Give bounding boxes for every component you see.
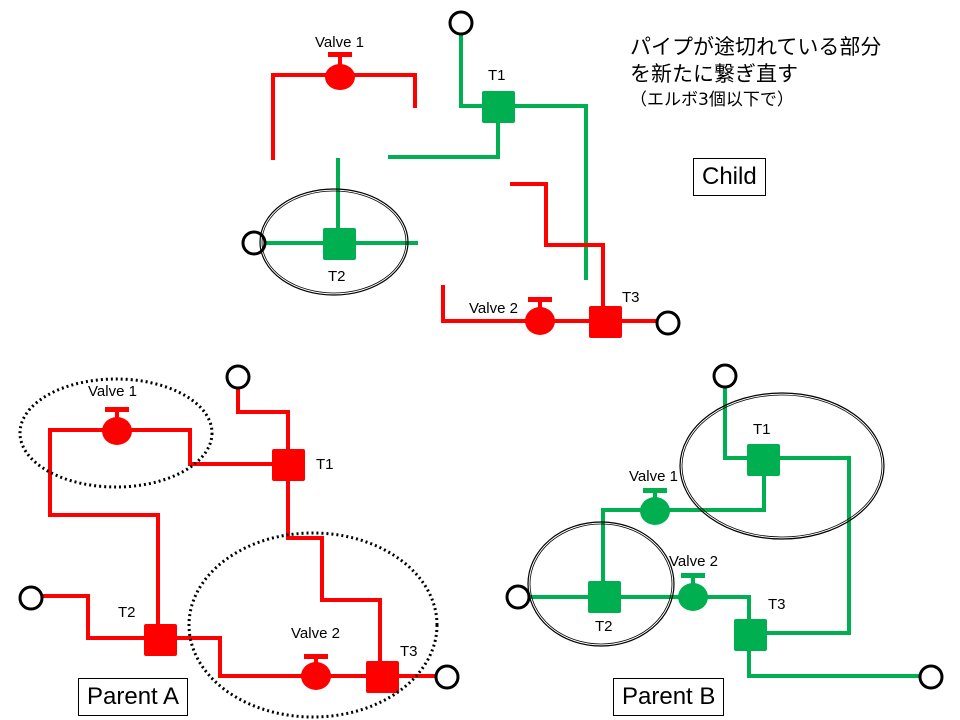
parent-a-t2-endpoint-icon bbox=[18, 585, 44, 611]
parent-a-t3-label: T3 bbox=[400, 643, 418, 660]
parent-b-t1-label: T1 bbox=[753, 421, 771, 438]
parent-b-t3-label: T3 bbox=[768, 596, 786, 613]
parent-a-t2-tee-icon bbox=[144, 624, 177, 656]
parent-b-valve1-icon bbox=[640, 497, 670, 525]
child-green-pipe-t1-down bbox=[388, 122, 500, 159]
parent-a-t2-label: T2 bbox=[118, 604, 136, 621]
child-valve1-icon bbox=[325, 64, 355, 90]
parent-b-valve2-stem bbox=[691, 576, 695, 586]
parent-b-valve2-icon bbox=[678, 583, 708, 611]
parent-b-label-box: Parent B bbox=[613, 678, 725, 716]
parent-a-t3-endpoint-icon bbox=[434, 664, 460, 690]
child-red-pipe-t3-up bbox=[510, 182, 605, 308]
parent-b-pipe-t2 bbox=[528, 595, 751, 660]
child-t1-tee-icon bbox=[482, 91, 515, 123]
parent-b-t3-endpoint-icon bbox=[918, 664, 944, 690]
child-t2-tee-icon bbox=[323, 228, 356, 260]
instruction-line-1: パイプが途切れている部分 bbox=[630, 35, 882, 59]
parent-a-valve1-dotted-ellipse bbox=[18, 377, 214, 489]
parent-b-t1-highlight-ellipse bbox=[679, 392, 885, 540]
parent-b-diagram: T1 Valve 1 T2 Valve 2 T3 bbox=[505, 363, 944, 690]
child-diagram: Valve 1 T1 T2 Valve 2 T3 bbox=[241, 10, 681, 338]
parent-b-t2-tee-icon bbox=[588, 581, 621, 613]
child-t2-highlight-ellipse bbox=[259, 188, 409, 296]
instruction-line-3: （エルボ3個以下で） bbox=[630, 90, 794, 110]
parent-b-t1-highlight-ellipse-inner bbox=[681, 394, 883, 538]
parent-a-valve1-handle-icon bbox=[105, 407, 129, 412]
parent-b-t2-endpoint-icon bbox=[505, 584, 531, 610]
child-t1-endpoint-icon bbox=[448, 10, 474, 36]
parent-a-t1-label: T1 bbox=[316, 456, 334, 473]
child-valve1-label: Valve 1 bbox=[315, 34, 364, 51]
child-valve1-handle-icon bbox=[328, 52, 352, 57]
parent-b-valve1-stem bbox=[653, 491, 657, 501]
parent-a-t1-endpoint-icon bbox=[225, 364, 251, 390]
child-t2-endpoint-icon bbox=[241, 230, 267, 256]
parent-a-valve2-icon bbox=[301, 662, 331, 690]
child-valve2-icon bbox=[525, 307, 555, 335]
parent-a-pipe-valve1-loop bbox=[48, 428, 274, 638]
parent-a-t1-tee-icon bbox=[272, 449, 305, 481]
parent-b-t2-highlight-ellipse bbox=[527, 521, 675, 647]
parent-a-t3-tee-icon bbox=[366, 661, 399, 693]
parent-a-valve1-label: Valve 1 bbox=[88, 383, 137, 400]
instruction-line-2: を新たに繋ぎ直す bbox=[630, 62, 798, 86]
parent-a-valve1-icon bbox=[102, 417, 132, 445]
child-valve1-stem bbox=[338, 55, 342, 65]
parent-a-valve2-dotted-ellipse bbox=[187, 531, 439, 719]
child-t2-label: T2 bbox=[328, 268, 346, 285]
parent-b-t1-endpoint-icon bbox=[712, 363, 738, 389]
parent-b-pipe-t1-inlet bbox=[723, 388, 750, 460]
parent-a-pipe-t1-inlet bbox=[236, 388, 290, 450]
parent-a-valve2-handle-icon bbox=[304, 654, 328, 659]
child-green-pipe-t1-right bbox=[514, 104, 588, 280]
parent-b-pipe-t1-down bbox=[601, 474, 766, 590]
parent-b-pipe-t3-outlet bbox=[747, 660, 920, 678]
parent-a-valve1-stem bbox=[115, 410, 119, 420]
child-t3-endpoint-icon bbox=[655, 310, 681, 336]
parent-a-valve2-label: Valve 2 bbox=[291, 625, 340, 642]
parent-a-pipe-t1-down bbox=[286, 478, 382, 665]
parent-b-t3-tee-icon bbox=[734, 619, 767, 651]
parent-b-valve1-label: Valve 1 bbox=[629, 468, 678, 485]
instruction-note: パイプが途切れている部分 を新たに繋ぎ直す （エルボ3個以下で） bbox=[630, 34, 881, 112]
parent-b-pipe-t1-right bbox=[764, 456, 851, 635]
parent-b-valve2-handle-icon bbox=[681, 573, 705, 578]
parent-b-valve1-handle-icon bbox=[643, 488, 667, 493]
parent-b-t2-highlight-ellipse-inner bbox=[529, 523, 673, 645]
child-green-pipe-t1-inlet bbox=[459, 34, 488, 108]
child-t2-highlight-ellipse-inner bbox=[261, 190, 407, 294]
parent-a-diagram: Valve 1 T1 T2 Valve 2 T3 bbox=[18, 364, 460, 719]
child-valve2-label: Valve 2 bbox=[469, 300, 518, 317]
parent-b-t1-tee-icon bbox=[747, 444, 780, 476]
child-t3-label: T3 bbox=[622, 289, 640, 306]
child-red-pipe-valve2 bbox=[441, 285, 660, 323]
child-label-box: Child bbox=[693, 158, 766, 196]
child-valve2-handle-icon bbox=[528, 297, 552, 302]
parent-a-valve2-stem bbox=[314, 657, 318, 667]
parent-a-label-box: Parent A bbox=[78, 678, 189, 716]
child-valve2-stem bbox=[538, 300, 542, 310]
child-t3-tee-icon bbox=[589, 306, 622, 338]
parent-b-t2-label: T2 bbox=[595, 618, 613, 635]
child-t1-label: T1 bbox=[488, 67, 506, 84]
parent-b-valve2-label: Valve 2 bbox=[669, 553, 718, 570]
